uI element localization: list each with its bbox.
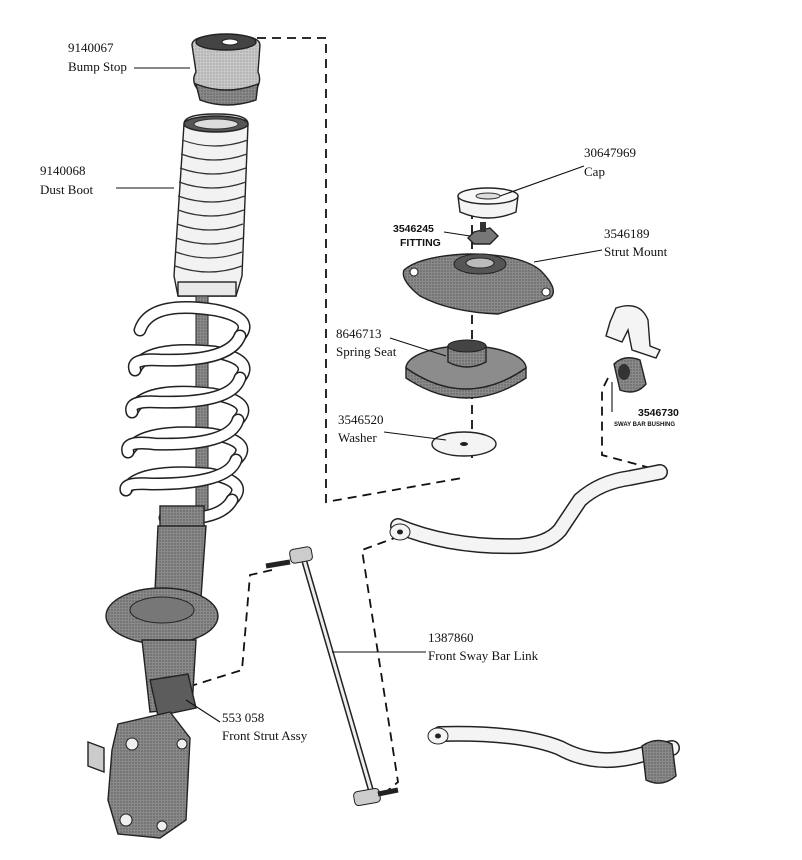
label-spring-seat-name: Spring Seat [336, 344, 397, 359]
label-fitting-name: FITTING [400, 237, 441, 249]
strut-mount-part [402, 253, 554, 315]
label-bump-stop: 9140067 Bump Stop [68, 40, 127, 74]
label-strut-mount-number: 3546189 [604, 226, 650, 241]
label-cap: 30647969 Cap [584, 145, 636, 179]
assembly-dashed-lines [177, 37, 659, 793]
sway-bar-bushing-part [613, 357, 647, 393]
label-spring-seat-number: 8646713 [336, 326, 382, 341]
label-sway-bar-link-number: 1387860 [428, 630, 474, 645]
label-washer-name: Washer [338, 430, 377, 445]
label-sway-bar-link: 1387860 Front Sway Bar Link [428, 630, 539, 663]
fitting-part [467, 222, 499, 245]
sway-bar-bracket-part [605, 305, 661, 359]
label-strut-assy: 553 058 Front Strut Assy [222, 710, 308, 743]
label-sway-bar-link-name: Front Sway Bar Link [428, 648, 539, 663]
label-bump-stop-number: 9140067 [68, 40, 114, 55]
label-sway-bar-bushing: 3546730 SWAY BAR BUSHING [614, 407, 679, 428]
coil-spring-part [119, 295, 251, 526]
label-dust-boot-number: 9140068 [40, 163, 86, 178]
sway-bar-upper-part [389, 464, 668, 555]
dust-boot-part [173, 113, 249, 297]
washer-part [431, 431, 497, 457]
label-spring-seat: 8646713 Spring Seat [336, 326, 397, 359]
label-strut-mount-name: Strut Mount [604, 244, 668, 259]
sway-bar-lower-part [427, 725, 680, 784]
label-fitting: 3546245 FITTING [393, 223, 441, 249]
label-cap-number: 30647969 [584, 145, 636, 160]
bump-stop-part [191, 33, 261, 106]
leader-lines [116, 67, 613, 723]
label-sway-bar-bushing-number: 3546730 [638, 407, 679, 419]
label-dust-boot: 9140068 Dust Boot [40, 163, 93, 197]
label-cap-name: Cap [584, 164, 605, 179]
front-strut-assembly-part [87, 505, 219, 839]
label-sway-bar-bushing-name: SWAY BAR BUSHING [614, 422, 675, 428]
label-strut-assy-name: Front Strut Assy [222, 728, 308, 743]
label-dust-boot-name: Dust Boot [40, 182, 93, 197]
label-washer-number: 3546520 [338, 412, 384, 427]
label-washer: 3546520 Washer [338, 412, 384, 445]
label-bump-stop-name: Bump Stop [68, 59, 127, 74]
label-fitting-number: 3546245 [393, 223, 434, 235]
label-strut-mount: 3546189 Strut Mount [604, 226, 668, 259]
sway-bar-link-part [265, 546, 399, 807]
spring-seat-part [405, 339, 527, 399]
label-strut-assy-number: 553 058 [222, 710, 264, 725]
